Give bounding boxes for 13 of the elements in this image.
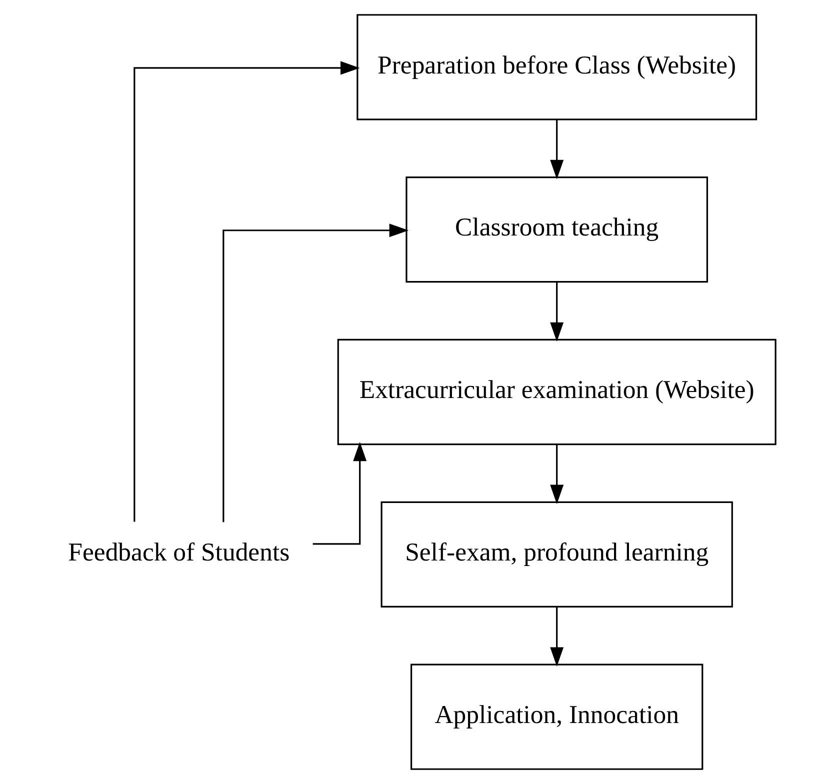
arrow <box>550 119 564 180</box>
arrow <box>550 282 564 342</box>
arrow <box>312 442 366 545</box>
arrow <box>550 444 564 504</box>
node-box: Preparation before Class (Website) <box>356 14 757 120</box>
node-box: Application, Innocation <box>410 664 703 770</box>
node-box: Classroom teaching <box>405 176 708 283</box>
arrow <box>550 606 564 667</box>
node-text: Feedback of Students <box>68 538 290 567</box>
node-box: Extracurricular examination (Website) <box>336 338 776 446</box>
arrow <box>133 61 360 522</box>
arrow <box>222 224 408 522</box>
node-box: Self-exam, profound learning <box>380 501 732 608</box>
